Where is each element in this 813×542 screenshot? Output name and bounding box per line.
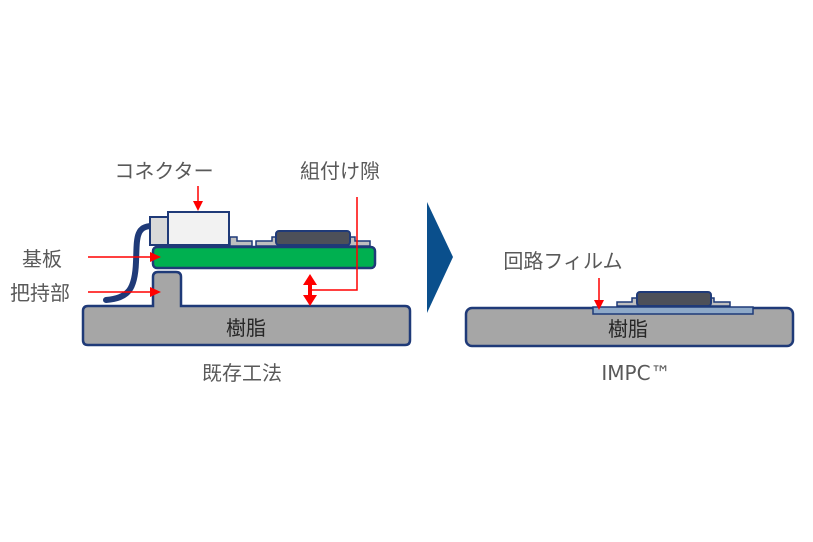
chevron-right-icon <box>427 202 453 313</box>
connector-label: コネクター <box>114 159 213 183</box>
board-arrow-head <box>150 252 161 262</box>
board-label: 基板 <box>22 247 62 271</box>
circuit-board <box>151 245 377 270</box>
impc-caption: IMPC™ <box>601 361 670 385</box>
assembly-gap-label: 組付け隙 <box>300 159 380 183</box>
chip-right <box>636 291 712 307</box>
resin-label-left: 樹脂 <box>226 316 266 340</box>
solder-pad-left <box>229 236 253 247</box>
connector-arrow-head <box>193 201 203 211</box>
connector-side <box>149 216 170 246</box>
circuit-film <box>592 306 754 315</box>
gap-double-arrow <box>303 274 317 306</box>
circuit-film-label: 回路フィルム <box>503 249 622 273</box>
holder-label: 把持部 <box>10 281 70 305</box>
connector-body <box>167 211 230 246</box>
impc-diagram: 樹脂 回路フィルム IMPC™ <box>464 249 795 385</box>
existing-method-caption: 既存工法 <box>202 361 282 385</box>
existing-method-diagram: 樹脂 コネクター 組付け隙 基板 把持部 <box>10 159 412 385</box>
cable <box>103 223 155 303</box>
resin-label-right: 樹脂 <box>608 317 648 341</box>
assembly-gap-leader-line <box>312 197 358 291</box>
holder-arrow-head <box>150 287 161 297</box>
chip <box>275 230 351 246</box>
circuit-film-arrow-head <box>594 300 604 310</box>
resin-base-with-holder <box>81 270 412 347</box>
